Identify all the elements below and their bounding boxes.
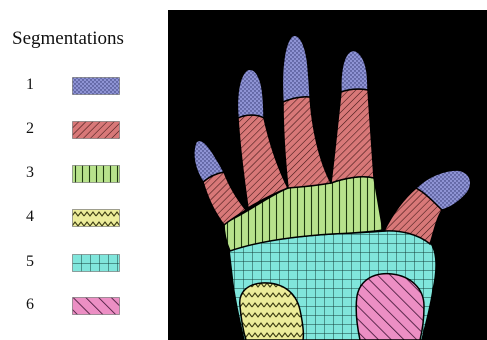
legend-item-label: 3: [26, 162, 34, 184]
legend-item: 1: [0, 74, 160, 96]
legend-swatch-dots: [72, 77, 120, 95]
legend-swatch-vertical: [72, 165, 120, 183]
legend-title: Segmentations: [12, 28, 124, 50]
legend-swatch-zigzag: [72, 209, 120, 227]
legend-item-label: 6: [26, 294, 34, 316]
segment-palm-right-backslash: [356, 274, 424, 340]
legend-swatch-grid: [72, 254, 120, 272]
legend-item-label: 1: [26, 74, 34, 96]
legend-item: 3: [0, 162, 160, 184]
legend-item: 4: [0, 206, 160, 228]
legend-item: 6: [0, 294, 160, 316]
legend-swatch-diagonal: [72, 121, 120, 139]
legend-item-label: 2: [26, 118, 34, 140]
legend-swatch-backslash: [72, 297, 120, 315]
legend: Segmentations 1 2 3 4 5 6: [0, 0, 160, 340]
legend-item: 5: [0, 251, 160, 273]
legend-item-label: 5: [26, 251, 34, 273]
legend-item-label: 4: [26, 206, 34, 228]
hand-segmentation-figure: [168, 10, 487, 340]
legend-item: 2: [0, 118, 160, 140]
